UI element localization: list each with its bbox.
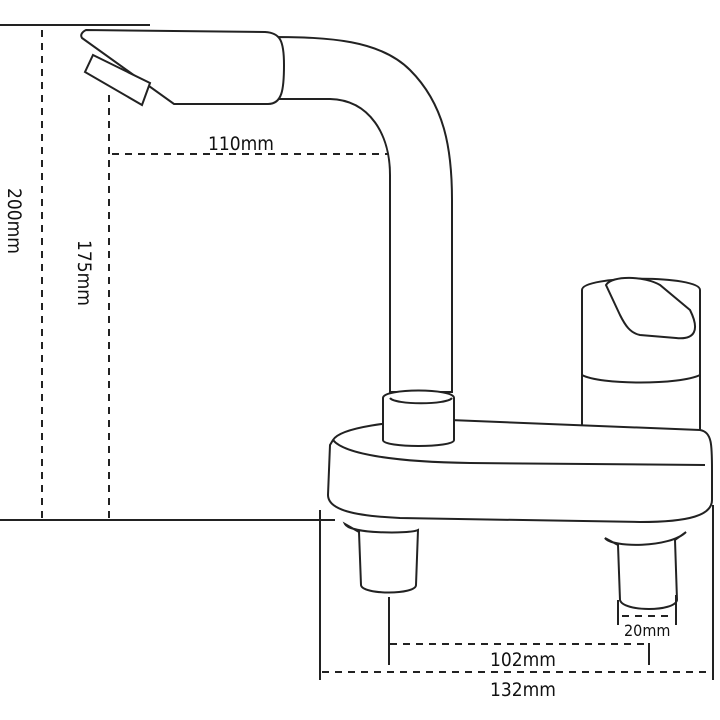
right-leg xyxy=(604,531,687,610)
handle-band xyxy=(581,374,701,384)
gooseneck-spout xyxy=(268,35,453,393)
reach-label: 110mm xyxy=(208,133,274,155)
left-leg xyxy=(342,521,420,594)
total-height-label: 200mm xyxy=(3,188,25,254)
aerator xyxy=(83,53,152,107)
spout-height-label: 175mm xyxy=(73,240,95,306)
spout-head xyxy=(80,28,286,105)
base-top-edge xyxy=(332,439,706,466)
base-width-label: 132mm xyxy=(490,679,556,701)
leg-diameter-label: 20mm xyxy=(624,621,670,640)
collar-edge xyxy=(389,397,453,405)
leg-spacing-label: 102mm xyxy=(490,649,556,671)
spout-collar xyxy=(382,389,455,447)
handle-lever xyxy=(604,276,696,340)
